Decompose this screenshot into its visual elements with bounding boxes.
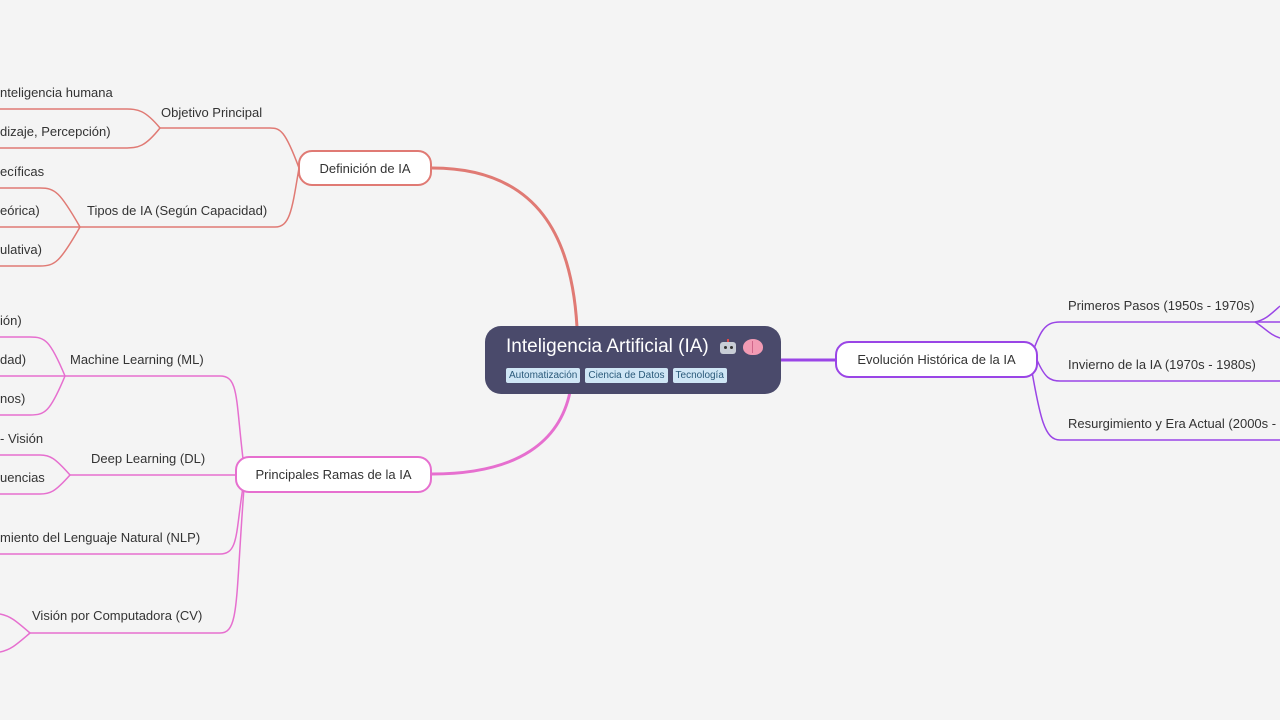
- node-principales-ramas[interactable]: Principales Ramas de la IA: [235, 456, 432, 493]
- node-deep-learning[interactable]: Deep Learning (DL): [91, 451, 206, 466]
- node-resurgimiento[interactable]: Resurgimiento y Era Actual (2000s -: [1068, 416, 1277, 431]
- link-dl-c1: [0, 454, 71, 476]
- tag-tecnologia[interactable]: Tecnología: [672, 368, 727, 383]
- link-definicion-objetivo: [160, 127, 300, 169]
- node-vision-computadora[interactable]: Visión por Computadora (CV): [32, 608, 203, 623]
- link-ramas-cv: [30, 474, 246, 634]
- node-ml-child-2[interactable]: dad): [0, 352, 27, 367]
- node-tipos-child-1[interactable]: ecíficas: [0, 164, 45, 179]
- node-primeros-pasos[interactable]: Primeros Pasos (1950s - 1970s): [1068, 298, 1255, 313]
- link-evolucion-c1: [1029, 321, 1280, 361]
- node-evolucion-historica[interactable]: Evolución Histórica de la IA: [835, 341, 1038, 378]
- node-objetivo-child-2[interactable]: dizaje, Percepción): [0, 124, 111, 139]
- node-definicion-ia[interactable]: Definición de IA: [298, 150, 432, 186]
- link-evolucion-c2: [1036, 359, 1280, 382]
- tag-automatizacion[interactable]: Automatización: [506, 368, 581, 383]
- node-ml-child-1[interactable]: ión): [0, 313, 22, 328]
- link-primeros-b: [1254, 321, 1280, 339]
- node-objetivo-child-1[interactable]: nteligencia humana: [0, 85, 113, 100]
- link-tipos-c1: [0, 187, 81, 228]
- root-tags: Automatización Ciencia de Datos Tecnolog…: [506, 368, 781, 383]
- node-tipos-child-2[interactable]: eórica): [0, 203, 40, 218]
- node-tipos-ia[interactable]: Tipos de IA (Según Capacidad): [87, 203, 268, 218]
- link-root-ramas: [431, 391, 572, 476]
- link-definicion-tipos: [80, 167, 300, 228]
- node-dl-child-1[interactable]: - Visión: [0, 431, 44, 446]
- node-tipos-child-3[interactable]: ulativa): [0, 242, 42, 257]
- node-objetivo-principal[interactable]: Objetivo Principal: [161, 105, 263, 120]
- link-ml-c3: [0, 375, 66, 416]
- node-invierno-ia[interactable]: Invierno de la IA (1970s - 1980s): [1068, 357, 1256, 372]
- node-nlp[interactable]: miento del Lenguaje Natural (NLP): [0, 530, 201, 545]
- node-machine-learning[interactable]: Machine Learning (ML): [70, 352, 204, 367]
- link-root-definicion: [431, 166, 579, 328]
- link-primeros-a: [1254, 305, 1280, 323]
- link-cv-c1: [0, 613, 31, 634]
- link-objetivo-c2: [0, 127, 161, 149]
- link-cv-c2: [0, 632, 31, 653]
- link-dl-c2: [0, 474, 71, 495]
- link-objetivo-c1: [0, 108, 161, 129]
- brain-icon: [742, 339, 763, 355]
- root-node[interactable]: Inteligencia Artificial (IA) Automatizac…: [485, 326, 781, 394]
- link-tipos-c3: [0, 226, 81, 267]
- node-dl-child-2[interactable]: uencias: [0, 470, 45, 485]
- link-ramas-ml: [65, 375, 246, 476]
- robot-icon: [719, 339, 737, 355]
- link-ramas-nlp: [0, 474, 246, 555]
- link-ml-c1: [0, 336, 66, 377]
- node-ml-child-3[interactable]: nos): [0, 391, 26, 406]
- link-evolucion-c3: [1029, 359, 1280, 441]
- root-title: Inteligencia Artificial (IA): [506, 336, 709, 357]
- tag-ciencia-de-datos[interactable]: Ciencia de Datos: [585, 368, 668, 383]
